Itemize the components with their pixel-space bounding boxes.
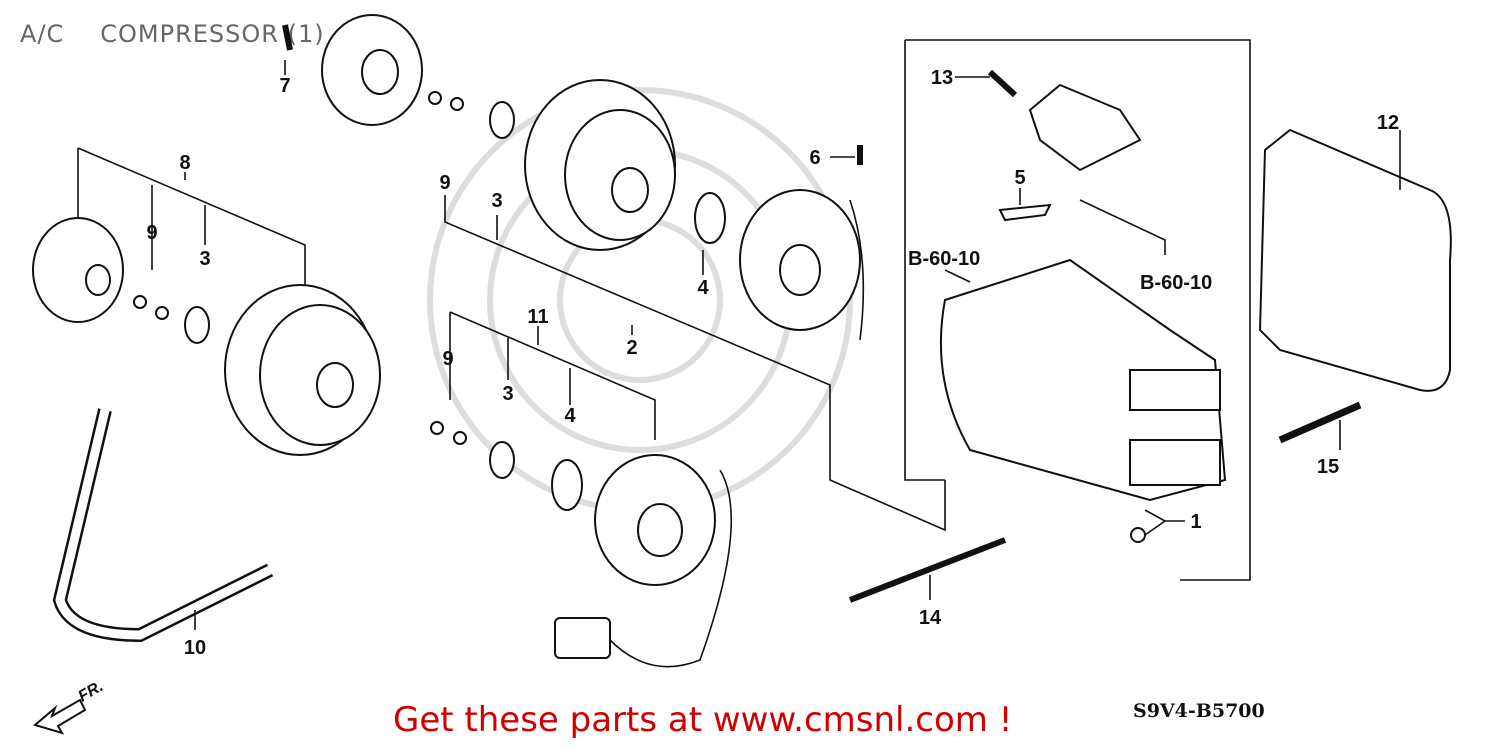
reference-b-60-10-right: B-60-10 [1140, 272, 1212, 294]
callout-15: 15 [1317, 456, 1339, 478]
callout-9: 9 [146, 222, 157, 244]
group-11-bracket [449, 311, 656, 440]
clutch-pressure-plate-lower [32, 217, 124, 323]
callout-4: 4 [564, 405, 576, 427]
front-direction-arrow: FR. [32, 678, 106, 735]
callout-11: 11 [527, 306, 548, 328]
reference-b-60-10-left: B-60-10 [908, 248, 980, 270]
callout-12: 12 [1377, 112, 1399, 134]
pressure-switch [1028, 83, 1142, 172]
callout-8: 8 [179, 152, 190, 174]
bolt-13 [987, 69, 1018, 98]
snap-rings [184, 101, 726, 511]
group-8-bracket [77, 147, 306, 290]
callout-9: 9 [442, 348, 453, 370]
connector [554, 617, 611, 659]
pulley-lower [224, 284, 381, 456]
compressor-assembly-frame [905, 39, 1251, 581]
callout-9: 9 [439, 172, 450, 194]
callout-2: 2 [626, 337, 637, 359]
callout-10: 10 [184, 637, 206, 659]
callout-7: 7 [279, 75, 290, 97]
bolt-15 [1278, 401, 1362, 444]
title-prefix: A/C [20, 20, 65, 48]
group-2-bracket [444, 195, 946, 532]
leader-line [1144, 509, 1167, 536]
callout-14: 14 [919, 607, 942, 629]
arrow-icon [32, 698, 87, 735]
drive-belt-inner [55, 408, 273, 640]
callout-3: 3 [502, 383, 513, 405]
leader-line [1079, 199, 1166, 255]
callout-1: 1 [1190, 511, 1201, 533]
callout-3: 3 [199, 248, 210, 270]
clutch-pressure-plate-upper [321, 14, 423, 126]
leader-line [944, 269, 971, 283]
heat-shield [1258, 128, 1452, 392]
diagram-code: S9V4-B5700 [1133, 700, 1265, 722]
bolt-1 [1130, 527, 1146, 543]
callout-6: 6 [809, 147, 820, 169]
callout-13: 13 [931, 67, 953, 89]
compressor-assembly-frame-left [904, 40, 945, 481]
through-bolt [848, 537, 1007, 603]
field-coil-upper [739, 189, 865, 341]
callout-4: 4 [697, 277, 709, 299]
pulley-upper [524, 79, 676, 251]
callout-3: 3 [491, 190, 502, 212]
drive-belt [52, 408, 274, 643]
callout-5: 5 [1014, 167, 1025, 189]
shims [133, 91, 467, 445]
bracket [998, 203, 1052, 222]
bolt-7 [282, 24, 293, 51]
field-coil-lower [554, 454, 732, 668]
compressor-body [939, 258, 1227, 502]
promo-text: Get these parts at www.cmsnl.com ! [393, 700, 1013, 740]
